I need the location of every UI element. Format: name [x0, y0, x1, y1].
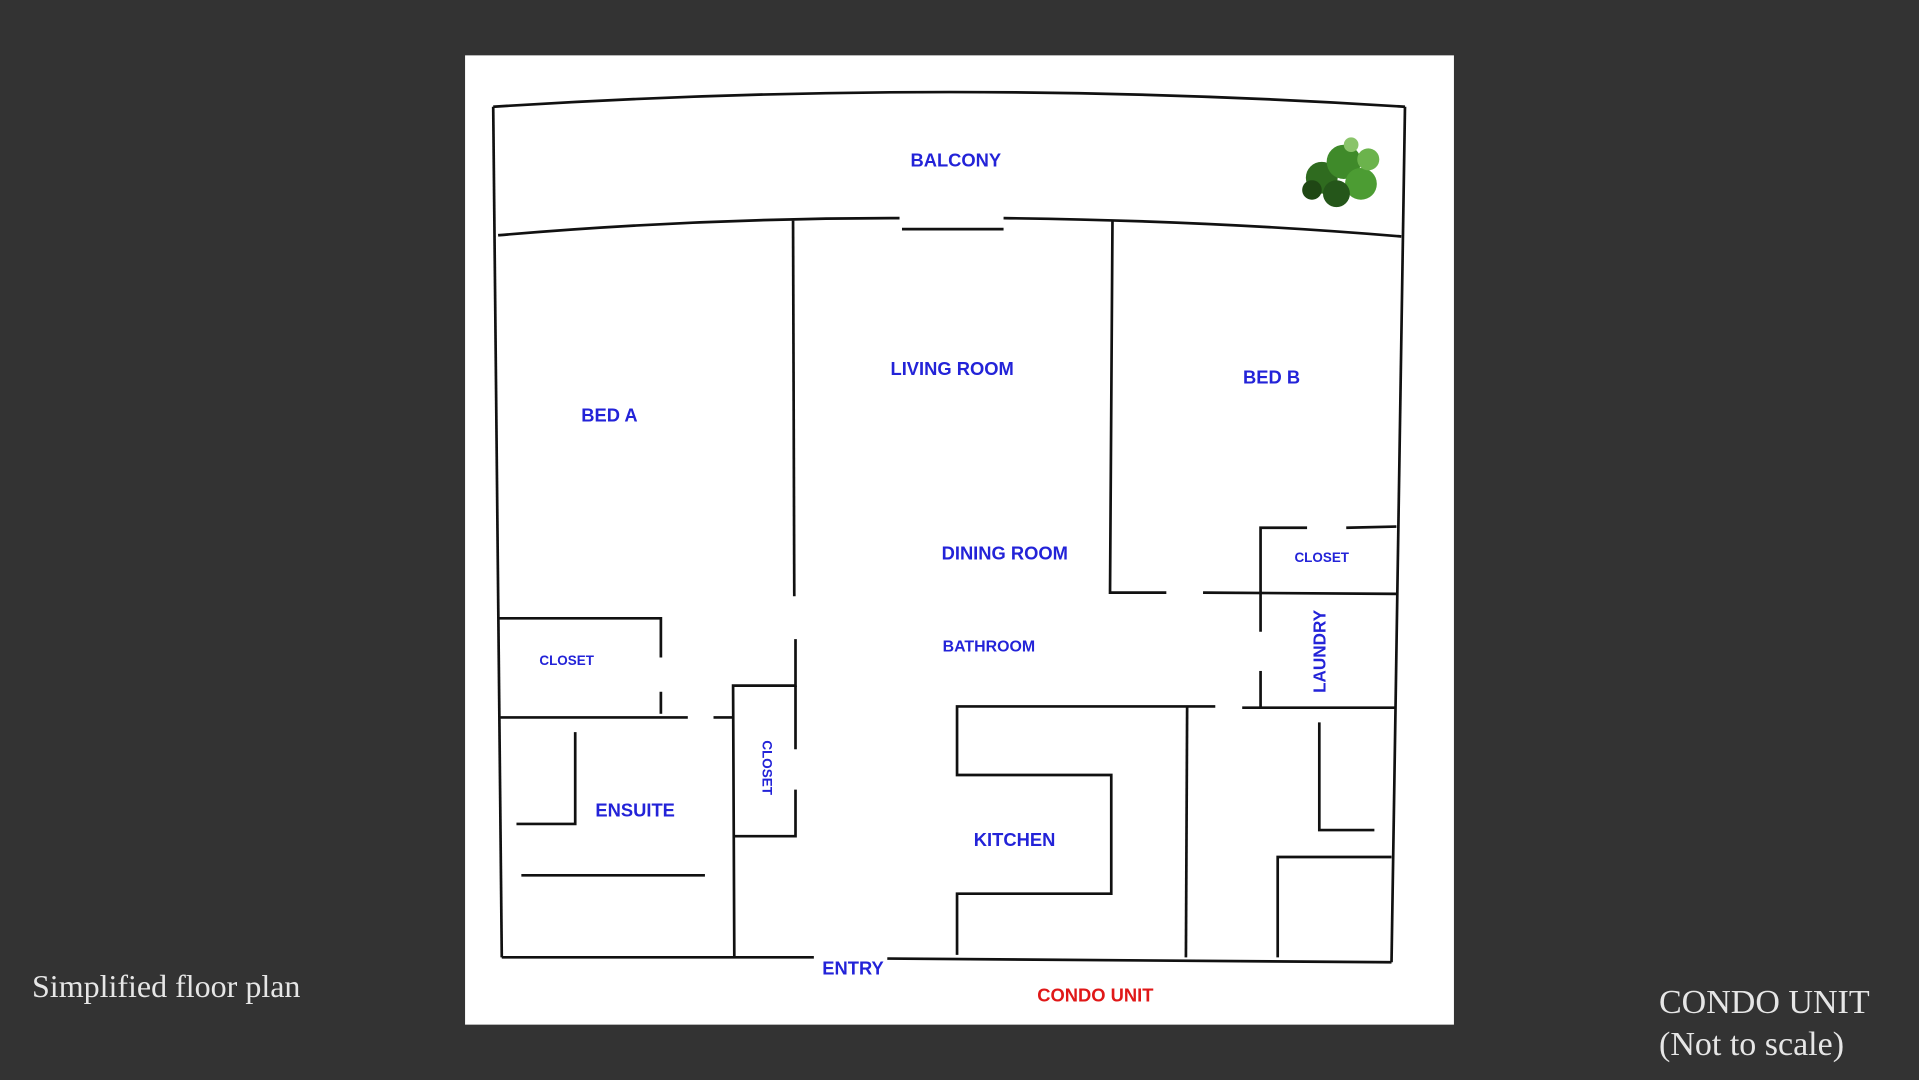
room-label-bathroom: BATHROOM	[943, 638, 1035, 655]
plan-title: CONDO UNIT	[1037, 984, 1154, 1005]
room-label-ensuite: ENSUITE	[595, 800, 675, 821]
room-label-bed-a: BED A	[581, 404, 637, 425]
walls	[491, 90, 1407, 964]
caption-simplified-floor-plan: Simplified floor plan	[32, 968, 301, 1004]
room-label-balcony: BALCONY	[910, 150, 1001, 171]
room-label-dining-room: DINING ROOM	[942, 543, 1068, 564]
room-label-entry: ENTRY	[822, 957, 884, 978]
caption-condo-unit: CONDO UNIT (Not to scale)	[1659, 982, 1870, 1066]
room-label-living-room: LIVING ROOM	[891, 358, 1014, 379]
plan-panel	[465, 55, 1454, 1025]
room-label-closet-b: CLOSET	[1294, 550, 1349, 565]
room-label-closet-a: CLOSET	[539, 653, 594, 668]
caption-condo-unit-line1: CONDO UNIT	[1659, 984, 1870, 1021]
caption-condo-unit-line2: (Not to scale)	[1659, 1026, 1845, 1063]
room-label-laundry: LAUNDRY	[1309, 609, 1329, 693]
plant-icon	[1302, 137, 1380, 208]
room-label-kitchen: KITCHEN	[974, 829, 1056, 850]
room-label-closet-hall: CLOSET	[759, 740, 774, 795]
room-label-bed-b: BED B	[1243, 366, 1300, 387]
